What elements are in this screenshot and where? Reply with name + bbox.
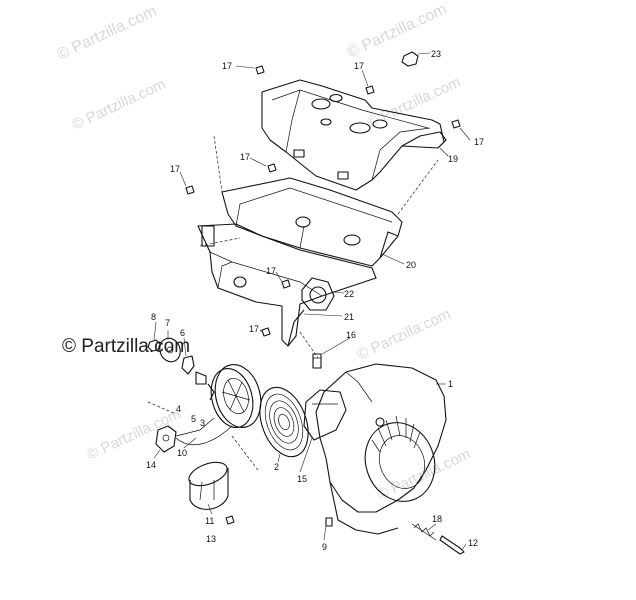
callout-19: 19 [448,154,458,164]
callout-21: 21 [344,312,354,322]
starter-spring-part [259,386,309,458]
callout-11: 11 [205,516,214,526]
callout-3: 3 [200,418,205,428]
watermark-text: © Partzilla.com [55,3,160,64]
callout-17-a: 17 [222,61,232,71]
callout-14: 14 [146,460,156,470]
callout-17-b: 17 [354,61,364,71]
recoil-housing-part [303,363,447,535]
starter-pulley-part [210,364,262,428]
alignment-lines [147,135,439,471]
callout-22: 22 [344,289,354,299]
callout-labels: 1 2 3 4 5 6 7 8 9 10 11 12 13 14 15 16 1… [146,49,484,552]
callout-15: 15 [297,474,307,484]
top-cover-part [261,79,447,191]
callout-18: 18 [432,514,442,524]
callout-9: 9 [322,542,327,552]
watermark-text: © Partzilla.com [365,74,464,132]
callout-12: 12 [468,538,478,548]
callout-2: 2 [274,462,279,472]
small-parts [147,51,465,555]
callout-7: 7 [165,318,170,328]
callout-8: 8 [151,312,156,322]
screw-16-part [312,353,322,369]
watermark-text: © Partzilla.com [355,306,454,364]
watermark-layer: © Partzilla.com © Partzilla.com © Partzi… [55,1,474,504]
callout-17-c: 17 [474,137,484,147]
callout-13: 13 [206,534,216,544]
callout-17-d: 17 [240,152,250,162]
callout-1: 1 [448,379,453,389]
callout-4: 4 [176,404,181,414]
callout-10: 10 [177,448,187,458]
gasket-part [301,277,335,311]
lower-bracket-part [197,223,377,347]
watermark-text: © Partzilla.com [70,76,169,134]
leader-lines [153,52,471,551]
watermark-text: © Partzilla.com [85,406,184,464]
watermark-main: © Partzilla.com [62,336,190,357]
callout-17-g: 17 [249,324,259,334]
callout-17-f: 17 [266,266,276,276]
callout-5: 5 [191,414,196,424]
upper-bracket-part [221,177,403,267]
watermark-text: © Partzilla.com [375,446,474,504]
callout-6: 6 [180,328,185,338]
callout-23: 23 [431,49,441,59]
callout-20: 20 [406,260,416,270]
callout-17-e: 17 [170,164,180,174]
callout-16: 16 [346,330,356,340]
